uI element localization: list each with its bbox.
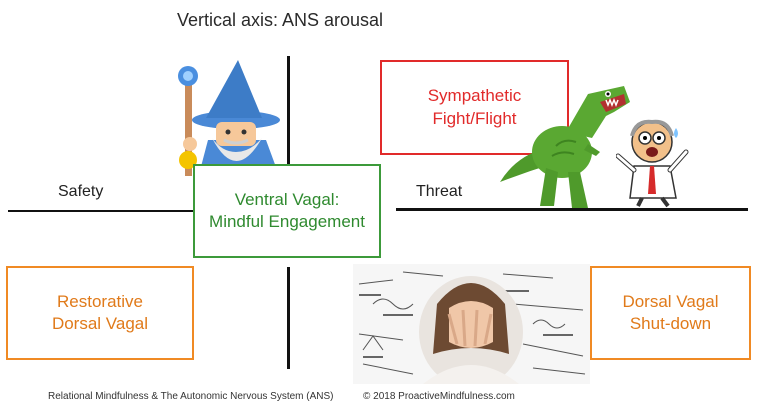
safety-label: Safety	[58, 183, 104, 200]
ventral-line2: Mindful Engagement	[209, 212, 365, 231]
math-equations-background	[353, 264, 590, 384]
wizard-icon	[178, 60, 280, 178]
diagram-title: Vertical axis: ANS arousal	[176, 10, 384, 30]
restorative-line1: Restorative	[57, 291, 143, 311]
restorative-dorsal-vagal-box: Restorative Dorsal Vagal	[6, 266, 194, 360]
horizontal-axis-left	[8, 210, 193, 212]
sympathetic-line2: Fight/Flight	[432, 108, 517, 128]
vertical-axis-bottom	[287, 267, 290, 369]
stressed-woman-icon	[358, 271, 586, 384]
footer-copyright: © 2018 ProactiveMindfulness.com	[363, 391, 515, 402]
dorsal-vagal-shutdown-box: Dorsal Vagal Shut-down	[590, 266, 751, 360]
ventral-vagal-box: Ventral Vagal: Mindful Engagement	[193, 164, 381, 258]
dorsal-line1: Dorsal Vagal	[622, 291, 719, 311]
dinosaur-icon	[500, 86, 630, 208]
horizontal-axis-right	[396, 208, 748, 211]
vertical-axis-top	[287, 56, 290, 166]
sympathetic-line1: Sympathetic	[427, 86, 522, 106]
sympathetic-fight-flight-box: Sympathetic Fight/Flight	[380, 60, 569, 155]
dorsal-line2: Shut-down	[629, 314, 712, 333]
threat-label: Threat	[416, 183, 463, 200]
footer-credit: Relational Mindfulness & The Autonomic N…	[48, 391, 334, 402]
scared-doctor-icon	[616, 119, 689, 208]
ventral-line1: Ventral Vagal:	[234, 189, 340, 209]
restorative-line2: Dorsal Vagal	[51, 314, 149, 333]
